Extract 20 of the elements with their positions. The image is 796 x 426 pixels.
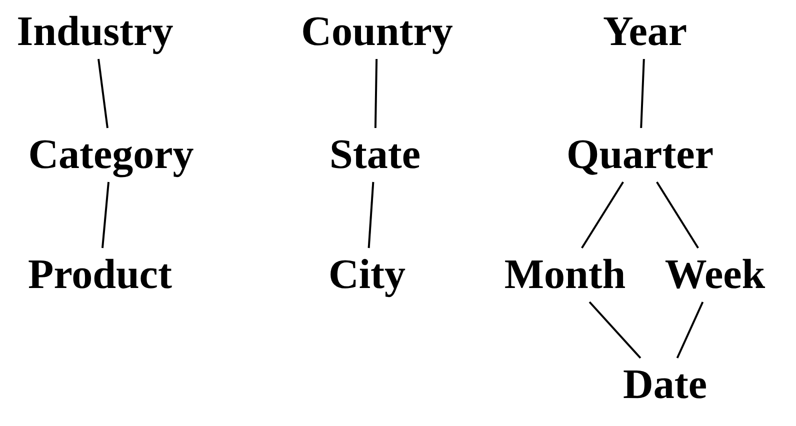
- level-label: Year: [601, 5, 689, 59]
- level-label: Industry: [14, 5, 176, 59]
- connector-line: [656, 181, 699, 249]
- level-label: Country: [299, 5, 455, 59]
- level-label: Week: [662, 248, 768, 302]
- connector-line: [581, 181, 624, 249]
- connector-line: [374, 58, 378, 128]
- level-label: State: [328, 128, 422, 182]
- connector-line: [98, 58, 108, 128]
- level-label: Quarter: [564, 128, 716, 182]
- connector-line: [588, 301, 642, 359]
- connector-line: [101, 182, 110, 248]
- level-label: Product: [26, 248, 174, 302]
- connector-line: [676, 302, 704, 358]
- level-label: Month: [502, 248, 628, 302]
- connector-line: [368, 182, 374, 248]
- level-label: City: [326, 248, 408, 302]
- level-label: Category: [26, 128, 196, 182]
- level-label: Date: [621, 358, 709, 412]
- connector-line: [640, 58, 645, 128]
